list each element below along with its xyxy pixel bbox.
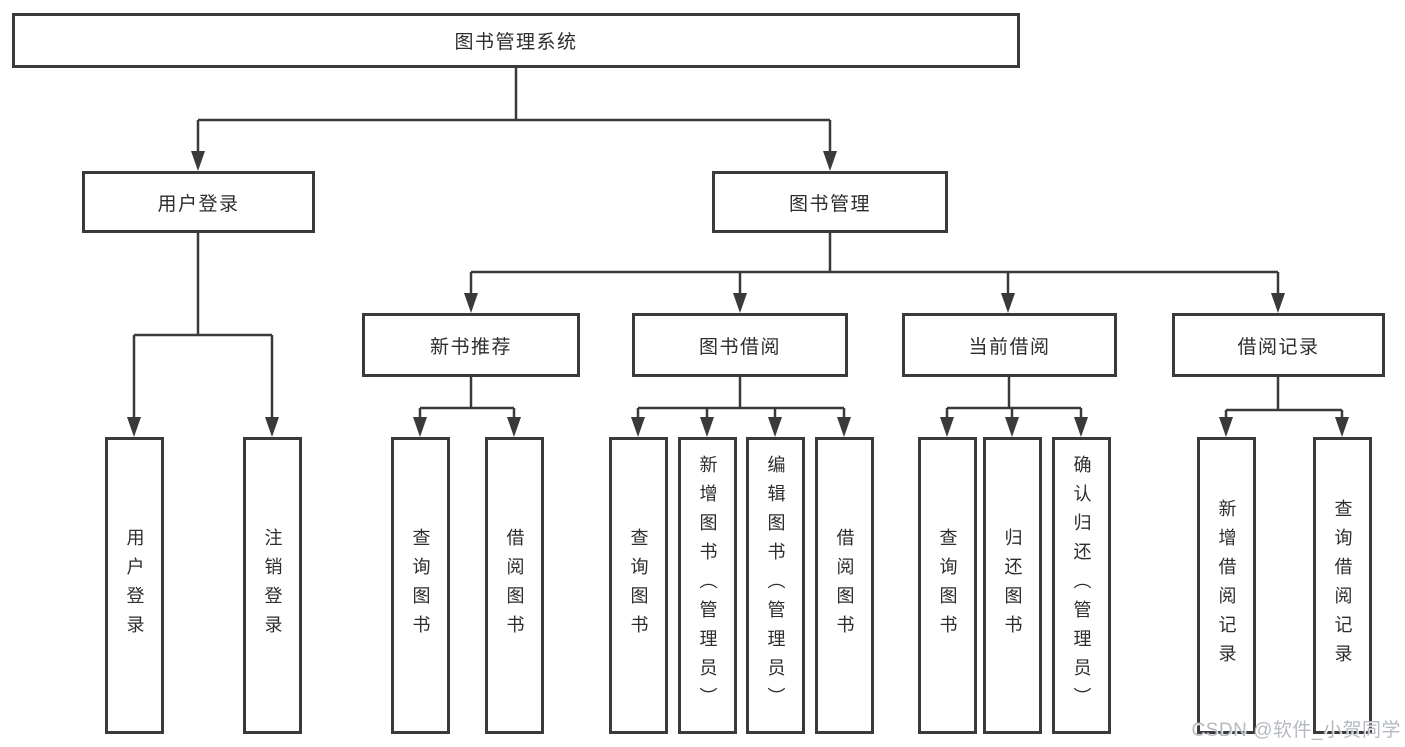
node-borrowing-records-label: 借阅记录 bbox=[1237, 336, 1320, 358]
node-book-borrowing: 图书借阅 bbox=[632, 313, 848, 377]
node-current-borrowing: 当前借阅 bbox=[902, 313, 1117, 377]
leaf-user-login: 用户登录 bbox=[105, 437, 164, 734]
node-book-borrowing-label: 图书借阅 bbox=[698, 336, 781, 358]
leaf-cb-query-books: 查询图书 bbox=[918, 437, 977, 734]
leaf-br-query-record-label: 查询借阅记录 bbox=[1332, 498, 1353, 673]
leaf-cb-query-books-label: 查询图书 bbox=[937, 527, 958, 644]
leaf-nbr-borrow-books-label: 借阅图书 bbox=[504, 527, 525, 644]
node-user-login: 用户登录 bbox=[82, 171, 315, 233]
leaf-nbr-query-books-label: 查询图书 bbox=[410, 527, 431, 644]
node-root-label: 图书管理系统 bbox=[454, 32, 578, 53]
leaf-user-login-label: 用户登录 bbox=[124, 527, 145, 644]
csdn-watermark: CSDN @软件_小贺同学 bbox=[1191, 720, 1401, 741]
node-current-borrowing-label: 当前借阅 bbox=[968, 336, 1051, 358]
leaf-bb-edit-books-admin-label: 编辑图书（管理员） bbox=[765, 455, 786, 716]
leaf-nbr-borrow-books: 借阅图书 bbox=[485, 437, 544, 734]
leaf-logout-label: 注销登录 bbox=[262, 527, 283, 644]
node-book-management-label: 图书管理 bbox=[788, 193, 871, 215]
leaf-bb-edit-books-admin: 编辑图书（管理员） bbox=[746, 437, 805, 734]
leaf-cb-return-books: 归还图书 bbox=[983, 437, 1042, 734]
leaf-bb-add-books-admin: 新增图书（管理员） bbox=[678, 437, 737, 734]
leaf-bb-query-books-label: 查询图书 bbox=[628, 527, 649, 644]
node-user-login-label: 用户登录 bbox=[157, 193, 240, 215]
leaf-bb-borrow-books: 借阅图书 bbox=[815, 437, 874, 734]
leaf-cb-confirm-return-admin: 确认归还（管理员） bbox=[1052, 437, 1111, 734]
connector-group bbox=[132, 68, 1344, 421]
leaf-bb-borrow-books-label: 借阅图书 bbox=[834, 527, 855, 644]
leaf-logout: 注销登录 bbox=[243, 437, 302, 734]
node-new-book-recommendation-label: 新书推荐 bbox=[429, 336, 512, 358]
leaf-br-add-record: 新增借阅记录 bbox=[1197, 437, 1256, 734]
arrowheads bbox=[127, 151, 1349, 437]
node-borrowing-records: 借阅记录 bbox=[1172, 313, 1385, 377]
node-book-management: 图书管理 bbox=[712, 171, 948, 233]
leaf-bb-add-books-admin-label: 新增图书（管理员） bbox=[697, 455, 718, 716]
leaf-bb-query-books: 查询图书 bbox=[609, 437, 668, 734]
node-root: 图书管理系统 bbox=[12, 13, 1020, 68]
leaf-cb-confirm-return-admin-label: 确认归还（管理员） bbox=[1071, 455, 1092, 716]
leaf-br-query-record: 查询借阅记录 bbox=[1313, 437, 1372, 734]
leaf-cb-return-books-label: 归还图书 bbox=[1002, 527, 1023, 644]
node-new-book-recommendation: 新书推荐 bbox=[362, 313, 580, 377]
leaf-nbr-query-books: 查询图书 bbox=[391, 437, 450, 734]
leaf-br-add-record-label: 新增借阅记录 bbox=[1216, 498, 1237, 673]
